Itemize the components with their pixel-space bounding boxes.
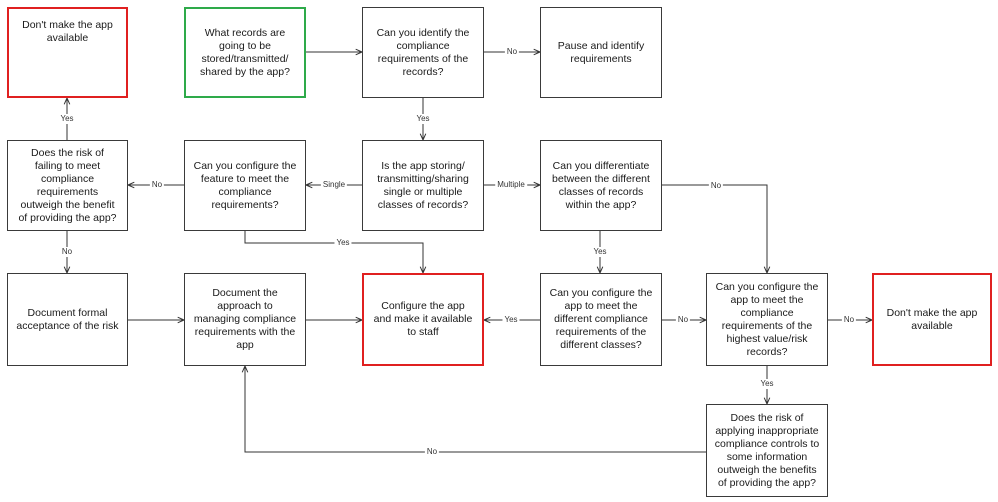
node-text: Does the risk of applying inappropriate …: [714, 411, 820, 489]
label-differentiate-no: No: [708, 181, 724, 191]
node-text: Is the app storing/ transmitting/sharing…: [377, 159, 469, 211]
node-text: Don't make the app available: [886, 306, 978, 332]
identify-requirements-node: Can you identify the compliance requirem…: [362, 7, 484, 98]
pause-identify-node: Pause and identify requirements: [540, 7, 662, 98]
differentiate-classes-node: Can you differentiate between the differ…: [540, 140, 662, 231]
node-text: Configure the app and make it available …: [373, 300, 473, 338]
node-text: Can you differentiate between the differ…: [552, 159, 650, 211]
node-text: Can you configure the app to meet the co…: [715, 280, 819, 358]
label-feature-yes: Yes: [334, 238, 352, 248]
node-text: Can you identify the compliance requirem…: [376, 26, 470, 78]
label-different-no: No: [675, 315, 691, 325]
label-identify-no: No: [504, 47, 520, 57]
what-records-node: What records are going to be stored/tran…: [184, 7, 306, 98]
node-text: What records are going to be stored/tran…: [200, 26, 290, 78]
node-text: Document formal acceptance of the risk: [16, 306, 119, 332]
risk-inappropriate-node: Does the risk of applying inappropriate …: [706, 404, 828, 497]
label-highest-no: No: [841, 315, 857, 325]
label-highest-yes: Yes: [758, 379, 776, 389]
edge-feature-to-configure: [244, 231, 423, 273]
node-text: Does the risk of failing to meet complia…: [18, 146, 117, 224]
node-text: Don't make the app available: [22, 19, 113, 44]
label-single: Single: [320, 180, 348, 190]
dont-make-app-available-right: Don't make the app available: [872, 273, 992, 366]
label-risk-yes: Yes: [58, 114, 76, 124]
single-or-multiple-node: Is the app storing/ transmitting/sharing…: [362, 140, 484, 231]
label-inappropriate-no: No: [424, 447, 440, 457]
dont-make-app-available-top: Don't make the app available: [7, 7, 128, 98]
node-text: Pause and identify requirements: [557, 40, 645, 65]
label-feature-no: No: [149, 180, 165, 190]
label-risk-no: No: [59, 247, 75, 257]
edge-differentiate-to-highest: [662, 184, 767, 273]
configure-available-node: Configure the app and make it available …: [362, 273, 484, 366]
label-different-yes: Yes: [502, 315, 520, 325]
configure-different-node: Can you configure the app to meet the di…: [540, 273, 662, 366]
configure-highest-node: Can you configure the app to meet the co…: [706, 273, 828, 366]
document-acceptance-node: Document formal acceptance of the risk: [7, 273, 128, 366]
risk-failing-node: Does the risk of failing to meet complia…: [7, 140, 128, 231]
label-differentiate-yes: Yes: [591, 247, 609, 257]
node-text: Can you configure the app to meet the di…: [549, 287, 653, 351]
edge-inappropriate-to-approach: [245, 366, 706, 453]
node-text: Document the approach to managing compli…: [193, 287, 297, 351]
label-multiple: Multiple: [495, 180, 527, 190]
document-approach-node: Document the approach to managing compli…: [184, 273, 306, 366]
configure-feature-node: Can you configure the feature to meet th…: [184, 140, 306, 231]
node-text: Can you configure the feature to meet th…: [193, 159, 297, 211]
label-identify-yes: Yes: [414, 114, 432, 124]
